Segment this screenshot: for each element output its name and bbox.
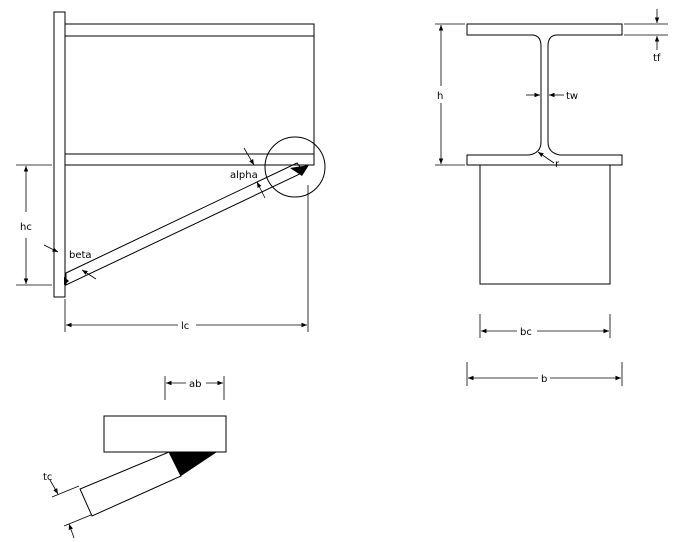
detail-flange xyxy=(103,415,227,453)
tw-label: tw xyxy=(566,91,578,102)
detail-circle xyxy=(264,136,326,198)
lc-label: lc xyxy=(181,321,189,332)
r-pointer xyxy=(537,151,555,164)
weld-detail-view: ab tc xyxy=(43,376,227,539)
beta-label: beta xyxy=(69,250,92,261)
column-plate xyxy=(53,11,66,298)
tc-extension-bottom xyxy=(63,514,92,527)
ab-label: ab xyxy=(189,379,201,390)
h-label: h xyxy=(437,91,443,102)
beam-top-flange xyxy=(64,23,315,37)
detail-weld xyxy=(169,452,217,476)
beta-pointer-2 xyxy=(81,269,97,280)
alpha-pointer-bottom xyxy=(256,181,266,199)
beta-pointer xyxy=(43,244,59,253)
beam-bottom-flange xyxy=(64,153,315,166)
alpha-label: alpha xyxy=(230,170,258,181)
tc-dim-top xyxy=(49,479,59,495)
weld-fill-bottom xyxy=(64,277,69,285)
stiffener-block xyxy=(479,164,611,285)
hc-label: hc xyxy=(20,222,32,233)
alpha-pointer-top xyxy=(243,147,255,166)
elevation-view: alpha beta hc lc xyxy=(16,11,326,332)
detail-strut xyxy=(79,451,182,517)
tc-label: tc xyxy=(43,472,52,483)
bc-label: bc xyxy=(520,327,532,338)
r-label: r xyxy=(555,159,560,170)
section-view: h tw tf r bc b xyxy=(435,9,668,386)
weld-fill xyxy=(290,165,309,176)
tc-extension-top xyxy=(51,485,80,498)
tc-dim-bottom xyxy=(68,523,75,539)
i-beam-section xyxy=(466,23,623,166)
b-label: b xyxy=(541,374,547,385)
tf-label: tf xyxy=(653,53,661,64)
